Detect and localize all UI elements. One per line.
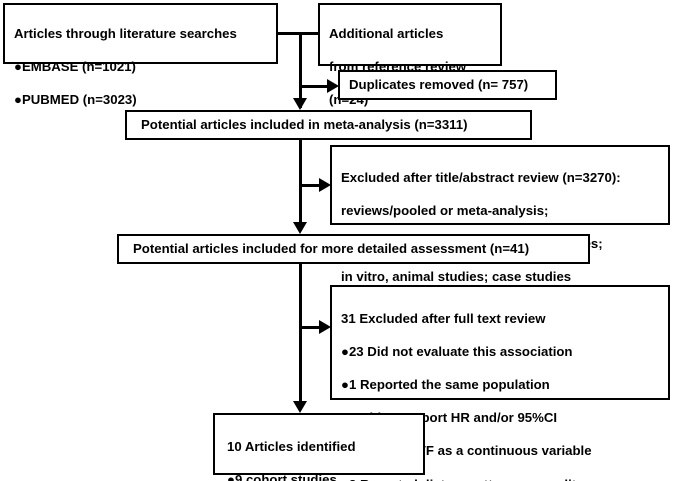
- arrowhead-to-meta-analysis: [293, 98, 307, 110]
- box-literature-searches: Articles through literature searches ●EM…: [3, 3, 278, 107]
- connector-to-excluded-full-text: [299, 326, 321, 329]
- arrowhead-to-duplicates: [327, 79, 339, 93]
- arrowhead-to-articles-identified: [293, 401, 307, 413]
- box-detailed-assessment: Potential articles included for more det…: [117, 234, 590, 264]
- excluded-title-abstract-line-2: reviews/pooled or meta-analysis;: [341, 202, 549, 218]
- box-duplicates-removed: Duplicates removed (n= 757): [338, 70, 557, 100]
- articles-identified-line-1: 10 Articles identified: [227, 438, 356, 454]
- box-excluded-title-abstract: Excluded after title/abstract review (n=…: [330, 145, 670, 284]
- excluded-title-abstract-line-1: Excluded after title/abstract review (n=…: [341, 169, 621, 185]
- arrowhead-to-excluded-title-abstract: [319, 178, 331, 192]
- literature-searches-line-3: ●PUBMED (n=3023): [14, 91, 137, 107]
- connector-to-excluded-title-abstract: [299, 184, 321, 187]
- box-articles-identified: 10 Articles identified ●9 cohort studies…: [213, 413, 425, 481]
- box-excluded-full-text: 31 Excluded after full text review ●23 D…: [330, 285, 670, 481]
- excluded-full-text-line-6: ●3 Reported dietary patterns or quality …: [341, 477, 668, 481]
- connector-trunk-bottom: [299, 264, 302, 401]
- literature-searches-line-2: ●EMBASE (n=1021): [14, 58, 136, 74]
- detailed-assessment-line-1: Potential articles included for more det…: [133, 240, 530, 256]
- excluded-full-text-line-1: 31 Excluded after full text review: [341, 310, 546, 326]
- literature-searches-line-1: Articles through literature searches: [14, 25, 237, 41]
- included-meta-analysis-line-1: Potential articles included in meta-anal…: [141, 116, 468, 132]
- arrowhead-to-detailed-assessment: [293, 222, 307, 234]
- connector-to-duplicates: [299, 85, 329, 88]
- articles-identified-line-2: ●9 cohort studies: [227, 471, 337, 481]
- excluded-full-text-line-3: ●1 Reported the same population: [341, 376, 550, 392]
- additional-articles-line-1: Additional articles: [329, 25, 444, 41]
- excluded-title-abstract-line-4: in vitro, animal studies; case studies: [341, 269, 572, 285]
- arrowhead-to-excluded-full-text: [319, 320, 331, 334]
- connector-searches-to-additional: [276, 32, 320, 35]
- duplicates-removed-line-1: Duplicates removed (n= 757): [349, 76, 529, 92]
- excluded-full-text-line-2: ●23 Did not evaluate this association: [341, 343, 573, 359]
- connector-trunk-top: [299, 32, 302, 108]
- connector-trunk-middle: [299, 140, 302, 222]
- box-additional-articles: Additional articles from reference revie…: [318, 3, 502, 107]
- box-included-meta-analysis: Potential articles included in meta-anal…: [125, 110, 532, 140]
